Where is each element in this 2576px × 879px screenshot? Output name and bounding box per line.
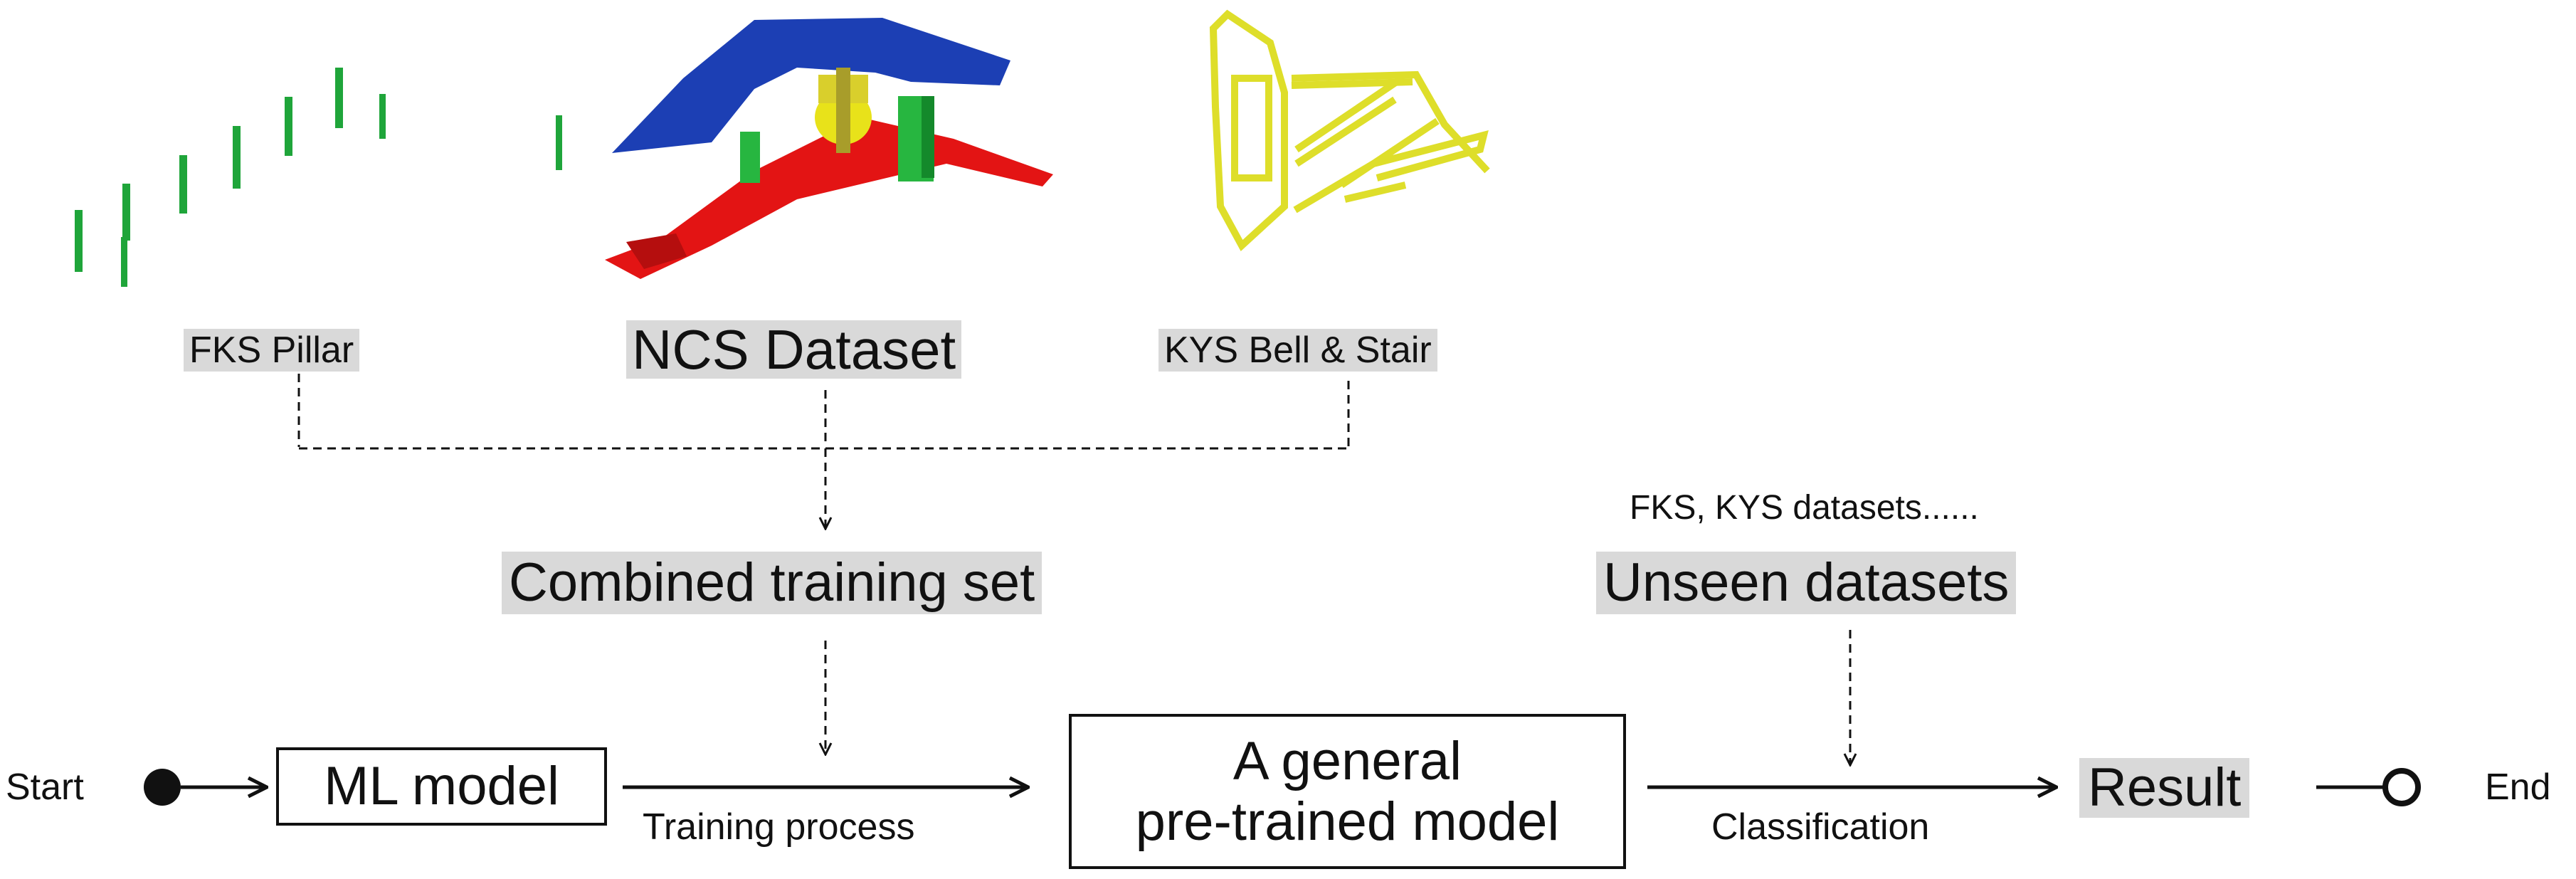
classification-label: Classification bbox=[1711, 806, 1930, 848]
result-label: Result bbox=[2079, 758, 2250, 818]
kys-bell-stair-label: KYS Bell & Stair bbox=[1158, 329, 1437, 372]
dataset-merge-connector bbox=[297, 374, 1350, 529]
training-process-label: Training process bbox=[643, 806, 915, 848]
pretrained-model-box: A general pre-trained model bbox=[1069, 714, 1626, 869]
pretrained-model-line1: A general bbox=[1232, 730, 1462, 791]
combined-training-set-label: Combined training set bbox=[502, 552, 1042, 614]
start-node bbox=[144, 769, 181, 806]
ncs-dataset-pointcloud bbox=[605, 18, 1053, 279]
unseen-datasets-label: Unseen datasets bbox=[1596, 552, 2017, 614]
fks-pillar-label: FKS Pillar bbox=[184, 329, 360, 372]
end-label: End bbox=[2485, 767, 2551, 808]
kys-bell-stair-pointcloud bbox=[1209, 9, 1490, 252]
start-label: Start bbox=[6, 767, 84, 808]
ml-model-box: ML model bbox=[276, 747, 607, 826]
end-node bbox=[2382, 768, 2421, 806]
unseen-datasets-caption: FKS, KYS datasets...... bbox=[1630, 489, 1979, 527]
pretrained-model-line2: pre-trained model bbox=[1135, 791, 1560, 852]
fks-pillar-pointcloud bbox=[75, 68, 562, 287]
ncs-dataset-label: NCS Dataset bbox=[626, 320, 962, 379]
